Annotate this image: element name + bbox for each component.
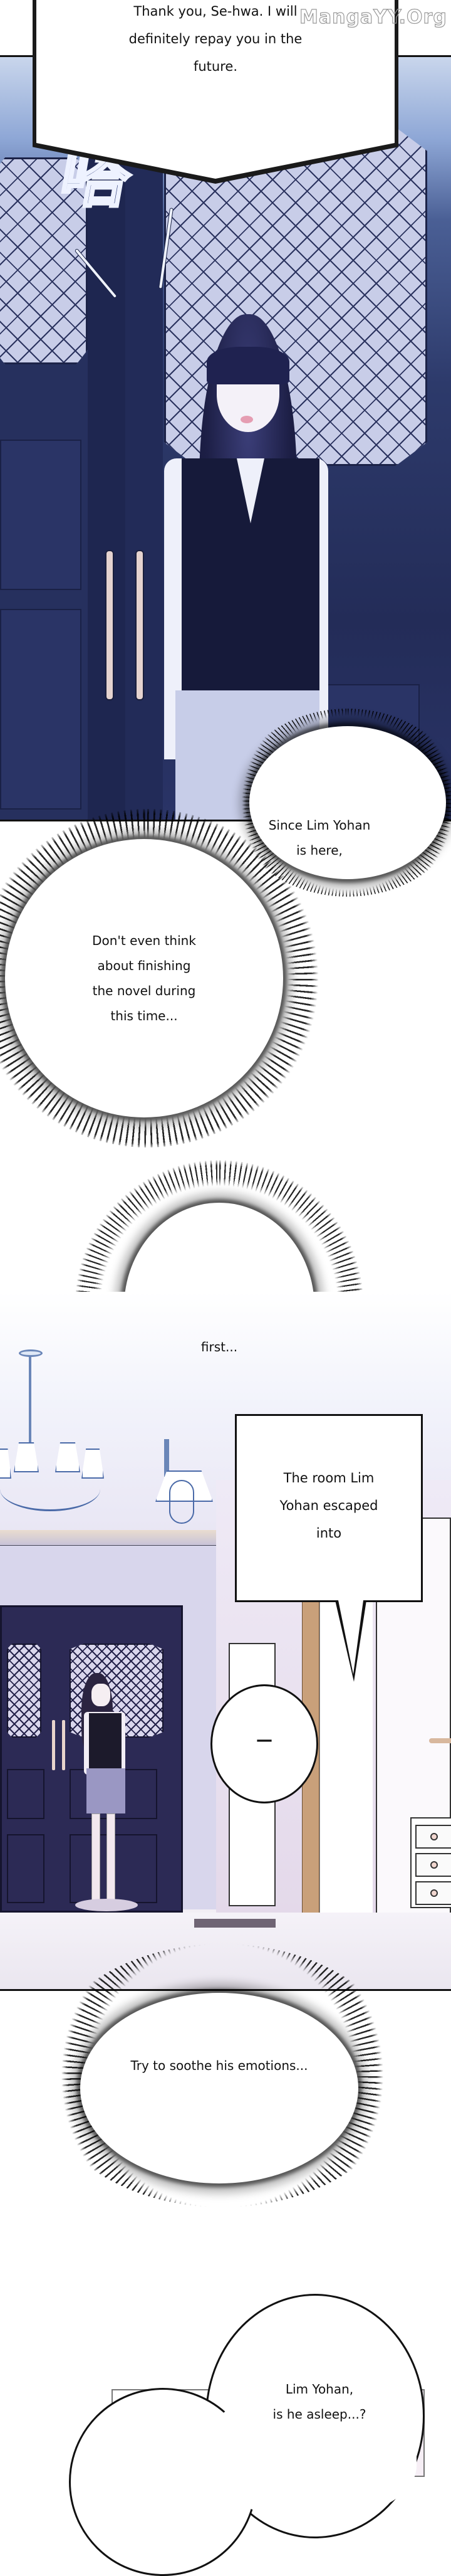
woman-leg	[106, 1813, 115, 1901]
ceiling-molding	[0, 1530, 238, 1546]
door-handle	[62, 1720, 65, 1770]
door-right-window	[164, 127, 427, 466]
door-left-inset	[0, 440, 81, 590]
knob	[430, 1889, 438, 1897]
caption-line: The room Lim	[283, 1470, 375, 1486]
bubble-line: Lim Yohan,	[285, 2382, 354, 2397]
door-handle-right	[135, 550, 144, 700]
door-left-inset-lower	[0, 609, 81, 810]
drawer	[415, 1853, 451, 1877]
dresser	[410, 1817, 451, 1908]
woman-vest	[89, 1713, 122, 1768]
caption-pentagon-inner	[40, 0, 391, 150]
caption-line: Yohan escaped	[279, 1498, 378, 1513]
door-handle-left	[105, 550, 114, 700]
chandelier-chain	[29, 1354, 31, 1455]
woman-leg	[91, 1813, 100, 1901]
caption-line: into	[316, 1526, 342, 1541]
door-inset	[7, 1834, 44, 1903]
caption-line: future.	[193, 59, 237, 74]
speech-pause-text: —	[256, 1731, 272, 1750]
bubble-line: the novel during	[92, 983, 196, 998]
bubble-line: is he asleep...?	[272, 2407, 366, 2422]
bubble-line: Since Lim Yohan	[268, 818, 371, 833]
woman-shadow	[75, 1899, 138, 1911]
door-left-window	[0, 157, 88, 364]
panel-door-scene: 嗒	[0, 55, 451, 821]
woman-bangs	[207, 347, 289, 384]
cloud-bubble-join-lower	[119, 2446, 244, 2496]
caption-line: definitely repay you in the	[128, 31, 303, 46]
woman-skirt	[86, 1768, 125, 1813]
bubble-dont-think-text: Don't even think about finishing the nov…	[63, 928, 226, 1028]
spiky-bubble-soothe	[81, 1994, 357, 2182]
drawer	[415, 1881, 451, 1905]
chandelier-mount	[19, 1349, 43, 1357]
bubble-line: Don't even think	[92, 933, 196, 948]
door-inset	[7, 1769, 44, 1819]
bubble-since-text: Since Lim Yohan is here,	[238, 813, 401, 863]
knob	[430, 1861, 438, 1869]
bubble-line: about finishing	[97, 958, 191, 973]
woman-mouth	[241, 416, 253, 423]
spiky-bubble-since	[251, 727, 445, 878]
caption-room	[235, 1414, 423, 1602]
caption-room-text: The room Lim Yohan escaped into	[244, 1464, 413, 1547]
door-handle	[52, 1720, 55, 1770]
bubble-line: this time...	[110, 1008, 178, 1023]
bubble-first-text: first...	[200, 1339, 238, 1354]
caption-line: Thank you, Se-hwa. I will	[133, 4, 298, 19]
drawer	[415, 1825, 451, 1849]
caption-thank-you: Thank you, Se-hwa. I will definitely rep…	[40, 0, 391, 80]
pendant-lamp-cage	[169, 1480, 194, 1524]
pendant-lamp-stem	[164, 1439, 169, 1477]
woman-face	[91, 1684, 110, 1706]
door-center-stile-right	[125, 132, 163, 820]
door-window-left	[7, 1644, 41, 1738]
spiky-bubble-dont-think	[6, 840, 282, 1116]
watermark: MangaYY.Org	[299, 6, 447, 28]
bubble-line: is here,	[296, 843, 343, 858]
chandelier-arms	[0, 1467, 100, 1511]
panel-room-scene	[0, 1292, 451, 1991]
door-center-stile	[88, 132, 125, 820]
speech-bubble-pause	[210, 1684, 318, 1803]
door-mat	[194, 1919, 276, 1928]
cloud-asleep-text: Lim Yohan, is he asleep...?	[251, 2377, 388, 2427]
door-handle	[429, 1738, 451, 1743]
knob	[430, 1833, 438, 1840]
bubble-soothe-text: Try to soothe his emotions...	[130, 2058, 308, 2073]
